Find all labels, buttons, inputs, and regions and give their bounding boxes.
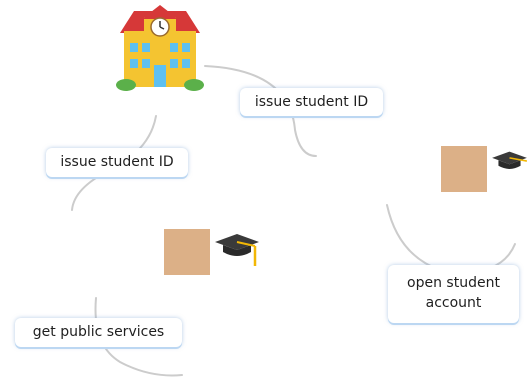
student-b-face [441, 146, 487, 192]
edge-label-issue-student-id-left: issue student ID [46, 148, 188, 177]
edge-label-open-student-account-text: open student account [407, 275, 500, 311]
edge-label-issue-student-id-top: issue student ID [240, 88, 383, 116]
student-a-graduation-cap-icon [213, 232, 261, 270]
edge-label-open-student-account: open student account [388, 265, 519, 323]
edge-label-get-public-services: get public services [15, 318, 182, 347]
school-building-icon [114, 3, 206, 91]
student-a-face [164, 229, 210, 275]
edge-school-to-student-b-upper [204, 65, 317, 157]
edge-student-b-lower [386, 204, 516, 274]
student-b-graduation-cap-icon [490, 150, 529, 180]
